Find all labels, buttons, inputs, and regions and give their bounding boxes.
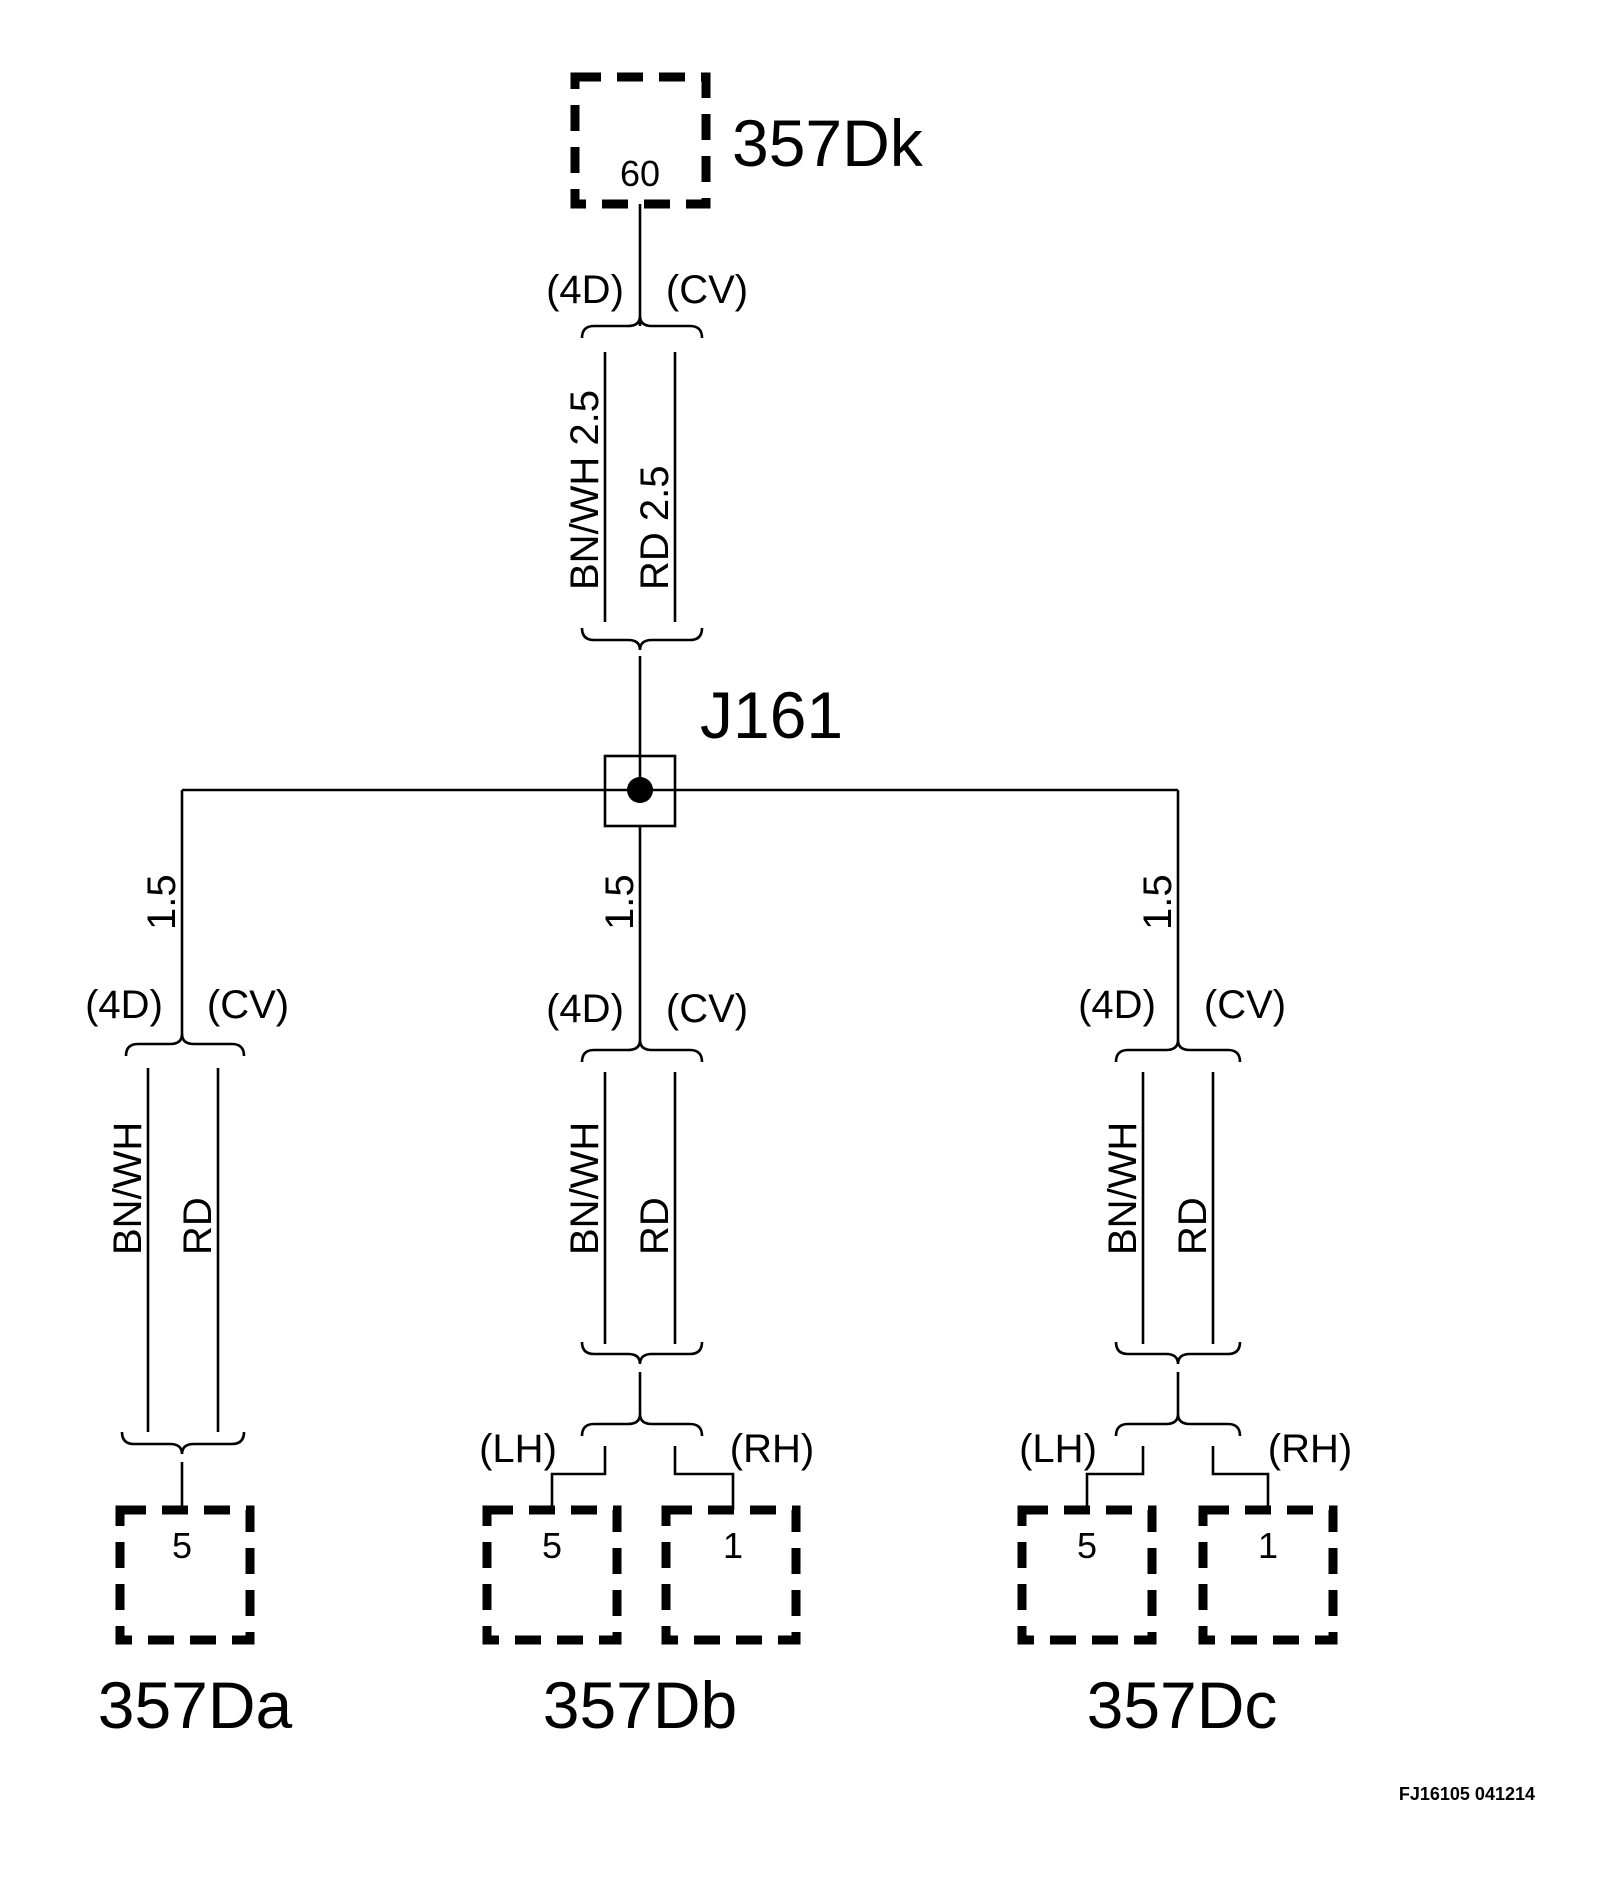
branch-a-wire-right-label: RD: [176, 1197, 220, 1255]
branch-b-wire-right-label: RD: [633, 1197, 677, 1255]
connector-357dc-lh-box: [1017, 1505, 1157, 1645]
connector-357dk-label: 357Dk: [732, 106, 924, 180]
branch-a-variant-right: (CV): [207, 983, 289, 1027]
branch-c-wire-left-label: BN/WH: [1101, 1122, 1145, 1255]
branch-c-variant-right: (CV): [1204, 983, 1286, 1027]
connector-357db-lh-pin: 5: [542, 1525, 562, 1566]
branch-c-wire-right-label: RD: [1171, 1197, 1215, 1255]
connector-357db-lh-box: [482, 1505, 622, 1645]
branch-c-variant-lh: (LH): [1019, 1427, 1097, 1471]
connector-357da-box: [115, 1505, 255, 1645]
branch-b-variant-left: (4D): [546, 987, 624, 1031]
trunk-wire-right-label: RD 2.5: [633, 466, 677, 591]
connector-357dk-pin: 60: [620, 153, 660, 194]
connector-357da-pin: 5: [172, 1525, 192, 1566]
branch-a-variant-left: (4D): [85, 983, 163, 1027]
branch-c-variant-rh: (RH): [1268, 1427, 1352, 1471]
connector-357da-label: 357Da: [98, 1668, 293, 1742]
connector-357dk-box: [570, 72, 711, 209]
connector-357db-label: 357Db: [543, 1668, 738, 1742]
connector-357dc-rh-pin: 1: [1258, 1525, 1278, 1566]
splice-node: [627, 777, 653, 803]
trunk-wire-left-label: BN/WH 2.5: [563, 390, 607, 590]
branch-a-size: 1.5: [140, 874, 184, 930]
connector-357db-rh-pin: 1: [723, 1525, 743, 1566]
connector-357db-rh-box: [661, 1505, 801, 1645]
splice-label: J161: [700, 678, 843, 752]
trunk-variant-left: (4D): [546, 268, 624, 312]
branch-b-size: 1.5: [598, 874, 642, 930]
trunk-variant-right: (CV): [666, 268, 748, 312]
branch-c-size: 1.5: [1136, 874, 1180, 930]
branch-b-variant-right: (CV): [666, 987, 748, 1031]
branch-a-wire-left-label: BN/WH: [106, 1122, 150, 1255]
connector-357dc-rh-box: [1198, 1505, 1338, 1645]
branch-b-variant-lh: (LH): [479, 1427, 557, 1471]
figure-id: FJ16105 041214: [1399, 1784, 1535, 1804]
branch-b-wire-left-label: BN/WH: [563, 1122, 607, 1255]
connector-357dc-label: 357Dc: [1087, 1668, 1278, 1742]
branch-b-variant-rh: (RH): [730, 1427, 814, 1471]
connector-357dc-lh-pin: 5: [1077, 1525, 1097, 1566]
branch-c-variant-left: (4D): [1078, 983, 1156, 1027]
